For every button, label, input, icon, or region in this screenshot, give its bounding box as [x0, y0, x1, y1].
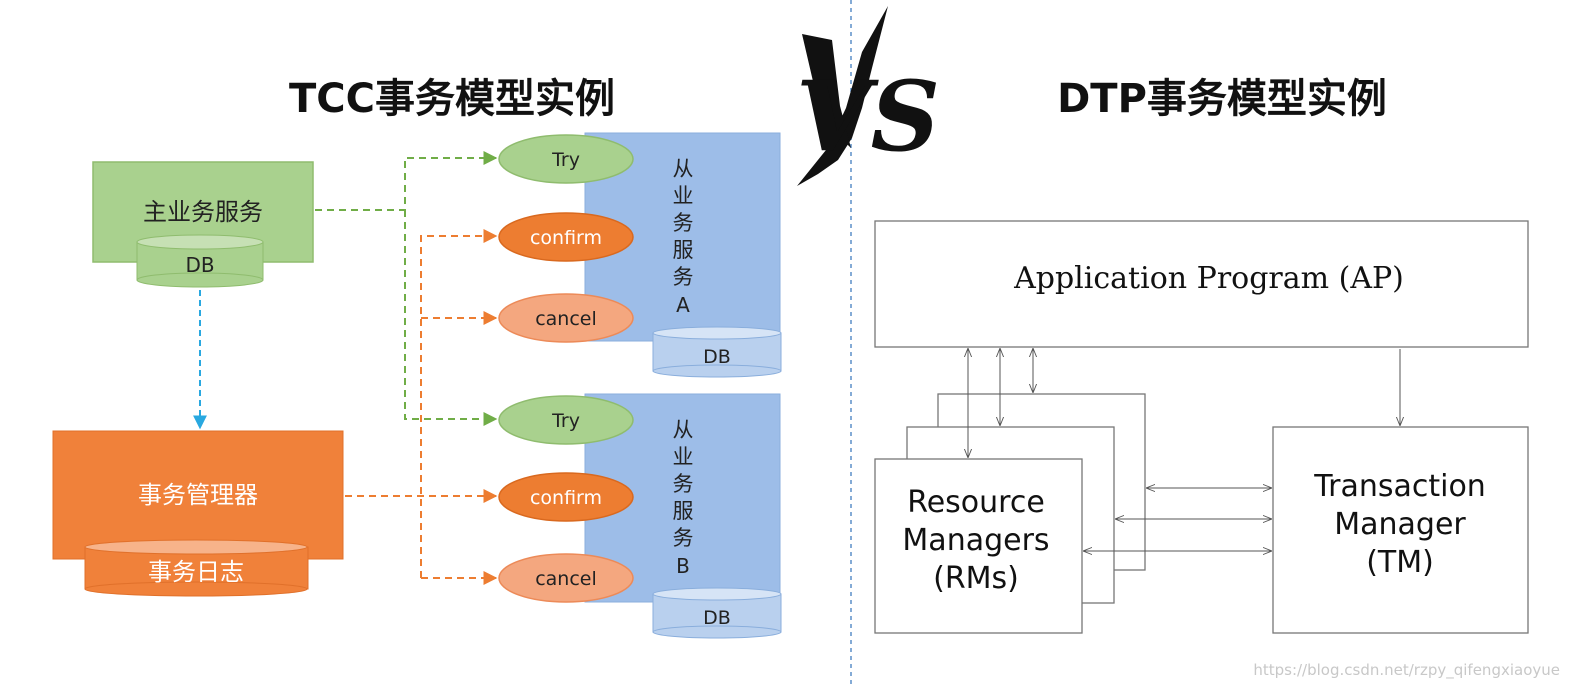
svg-text:(TM): (TM): [1366, 545, 1434, 580]
watermark: https://blog.csdn.net/rzpy_qifengxiaoyue: [1253, 661, 1560, 680]
svg-text:务: 务: [673, 211, 694, 235]
dtp-title: DTP事务模型实例: [1057, 76, 1387, 122]
svg-text:Try: Try: [551, 410, 580, 432]
svg-text:confirm: confirm: [530, 487, 602, 509]
rm-label: Resource Managers (RMs): [902, 485, 1049, 596]
svg-text:务: 务: [673, 526, 694, 550]
svg-text:服: 服: [673, 238, 694, 262]
tm-label: Transaction Manager (TM): [1313, 469, 1486, 580]
vs-text: VS: [796, 60, 940, 173]
svg-text:Managers: Managers: [902, 523, 1049, 558]
svg-text:业: 业: [673, 184, 694, 208]
svg-text:cancel: cancel: [535, 568, 597, 590]
dtp-arrows: [968, 349, 1400, 551]
svg-text:cancel: cancel: [535, 308, 597, 330]
tx-log-cylinder: 事务日志: [84, 539, 309, 597]
main-db-label: DB: [185, 253, 214, 277]
svg-text:从: 从: [673, 418, 694, 442]
svg-text:Transaction: Transaction: [1313, 469, 1486, 504]
ap-box: Application Program (AP): [874, 220, 1529, 348]
svg-text:A: A: [676, 293, 690, 317]
service-a-cancel: cancel: [498, 293, 634, 343]
svg-text:confirm: confirm: [530, 227, 602, 249]
svg-text:务: 务: [673, 265, 694, 289]
service-a-label: 从 业 务 服 务 A: [673, 157, 694, 317]
tx-manager-label: 事务管理器: [138, 481, 258, 509]
ap-label: Application Program (AP): [1013, 261, 1404, 296]
manager-connectors: [345, 229, 498, 585]
svg-text:服: 服: [673, 499, 694, 523]
tcc-title: TCC事务模型实例: [289, 76, 615, 122]
service-b-db-label: DB: [703, 607, 731, 629]
service-a-db-label: DB: [703, 346, 731, 368]
svg-text:Try: Try: [551, 149, 580, 171]
service-b-cancel: cancel: [498, 553, 634, 603]
rm-stack: Resource Managers (RMs): [874, 393, 1146, 634]
svg-text:务: 务: [673, 472, 694, 496]
service-a-try: Try: [498, 134, 634, 184]
service-b-confirm: confirm: [498, 472, 634, 522]
vs-logo: VS: [796, 6, 940, 186]
svg-text:(RMs): (RMs): [933, 561, 1019, 596]
try-connectors: [315, 151, 498, 426]
tx-manager-box: 事务管理器: [52, 430, 344, 560]
svg-text:B: B: [676, 554, 690, 578]
service-a-db-cylinder: DB: [652, 326, 782, 378]
main-service-label: 主业务服务: [143, 198, 263, 226]
svg-text:业: 业: [673, 445, 694, 469]
service-b-db-cylinder: DB: [652, 587, 782, 639]
tm-box: Transaction Manager (TM): [1272, 426, 1529, 634]
service-b-try: Try: [498, 395, 634, 445]
service-b-label: 从 业 务 服 务 B: [673, 418, 694, 578]
service-a-confirm: confirm: [498, 212, 634, 262]
main-db-cylinder: DB: [136, 234, 264, 288]
tx-log-label: 事务日志: [148, 558, 244, 586]
svg-text:从: 从: [673, 157, 694, 181]
svg-text:Manager: Manager: [1334, 507, 1466, 542]
svg-text:Resource: Resource: [907, 485, 1045, 520]
service-a-panel: 从 业 务 服 务 A DB: [584, 132, 782, 378]
